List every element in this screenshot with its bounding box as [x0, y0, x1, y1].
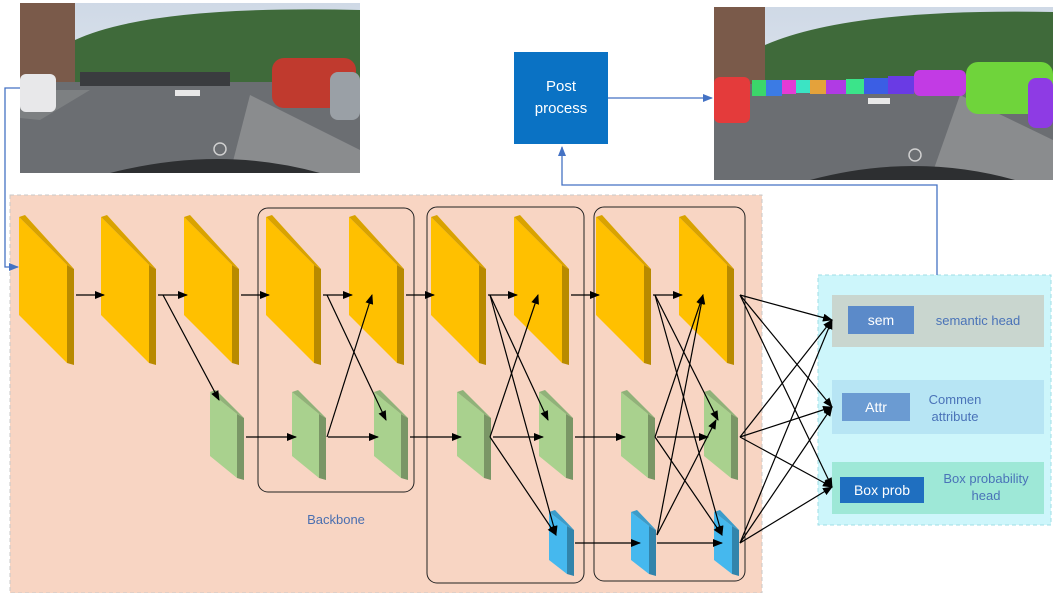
head-arrow [739, 319, 833, 544]
down-arrow [162, 294, 220, 401]
cross-arrow [656, 294, 706, 536]
cross-arrow [654, 294, 724, 536]
head-arrow [739, 405, 833, 438]
feature-map-high-8 [596, 215, 651, 365]
input-road-photo [20, 3, 360, 173]
cross-arrow [489, 294, 558, 536]
feature-map-mid-6 [621, 390, 655, 480]
stage-group-1 [257, 207, 415, 493]
feature-map-mid-2 [292, 390, 326, 480]
stage-group-2 [426, 206, 585, 584]
input-arrow [4, 87, 20, 271]
feature-map-mid-4 [457, 390, 491, 480]
output-segmentation-photo [714, 7, 1053, 180]
cross-arrow [654, 294, 704, 438]
attribute-head-label: Commen attribute [928, 392, 982, 424]
box-prob-chip [840, 477, 924, 503]
cross-arrow [489, 294, 549, 421]
cross-arrow [654, 436, 723, 536]
cross-arrow [656, 419, 717, 536]
cross-arrow [489, 436, 557, 536]
attr-chip-label: Attr [865, 399, 887, 415]
cross-arrow [654, 294, 719, 421]
box-prob-chip-label: Box prob [853, 482, 911, 498]
head-arrow [739, 406, 833, 544]
head-arrow [739, 294, 833, 408]
semantic-head-label: semantic head [935, 313, 1021, 328]
heads-to-post-arrow [558, 146, 938, 275]
feature-map-high-6 [431, 215, 486, 365]
head-arrow [739, 436, 833, 488]
attr-chip [842, 393, 910, 421]
cross-arrow [489, 294, 539, 438]
head-arrow [739, 319, 833, 438]
head-arrow [739, 294, 833, 322]
feature-map-high-1 [19, 215, 74, 365]
feature-map-high-3 [184, 215, 239, 365]
post-process-box [514, 52, 608, 144]
feature-map-high-9 [679, 215, 734, 365]
feature-map-high-2 [101, 215, 156, 365]
feature-map-high-7 [514, 215, 569, 365]
feature-arrows [76, 291, 833, 547]
feature-map-high-5 [349, 215, 404, 365]
backbone-label: Backbone [307, 512, 365, 527]
feature-maps [19, 215, 739, 576]
feature-map-high-4 [266, 215, 321, 365]
cross-arrow [326, 294, 387, 421]
cross-arrow [326, 294, 374, 438]
head-arrow [739, 294, 833, 488]
box-prob-head-label: Box probability head [943, 471, 1029, 503]
head-arrow [739, 486, 833, 544]
sem-chip-label: sem [867, 312, 895, 328]
sem-chip [848, 306, 914, 334]
post-process-label: Post process [534, 78, 588, 117]
stage-group-3 [593, 206, 746, 582]
